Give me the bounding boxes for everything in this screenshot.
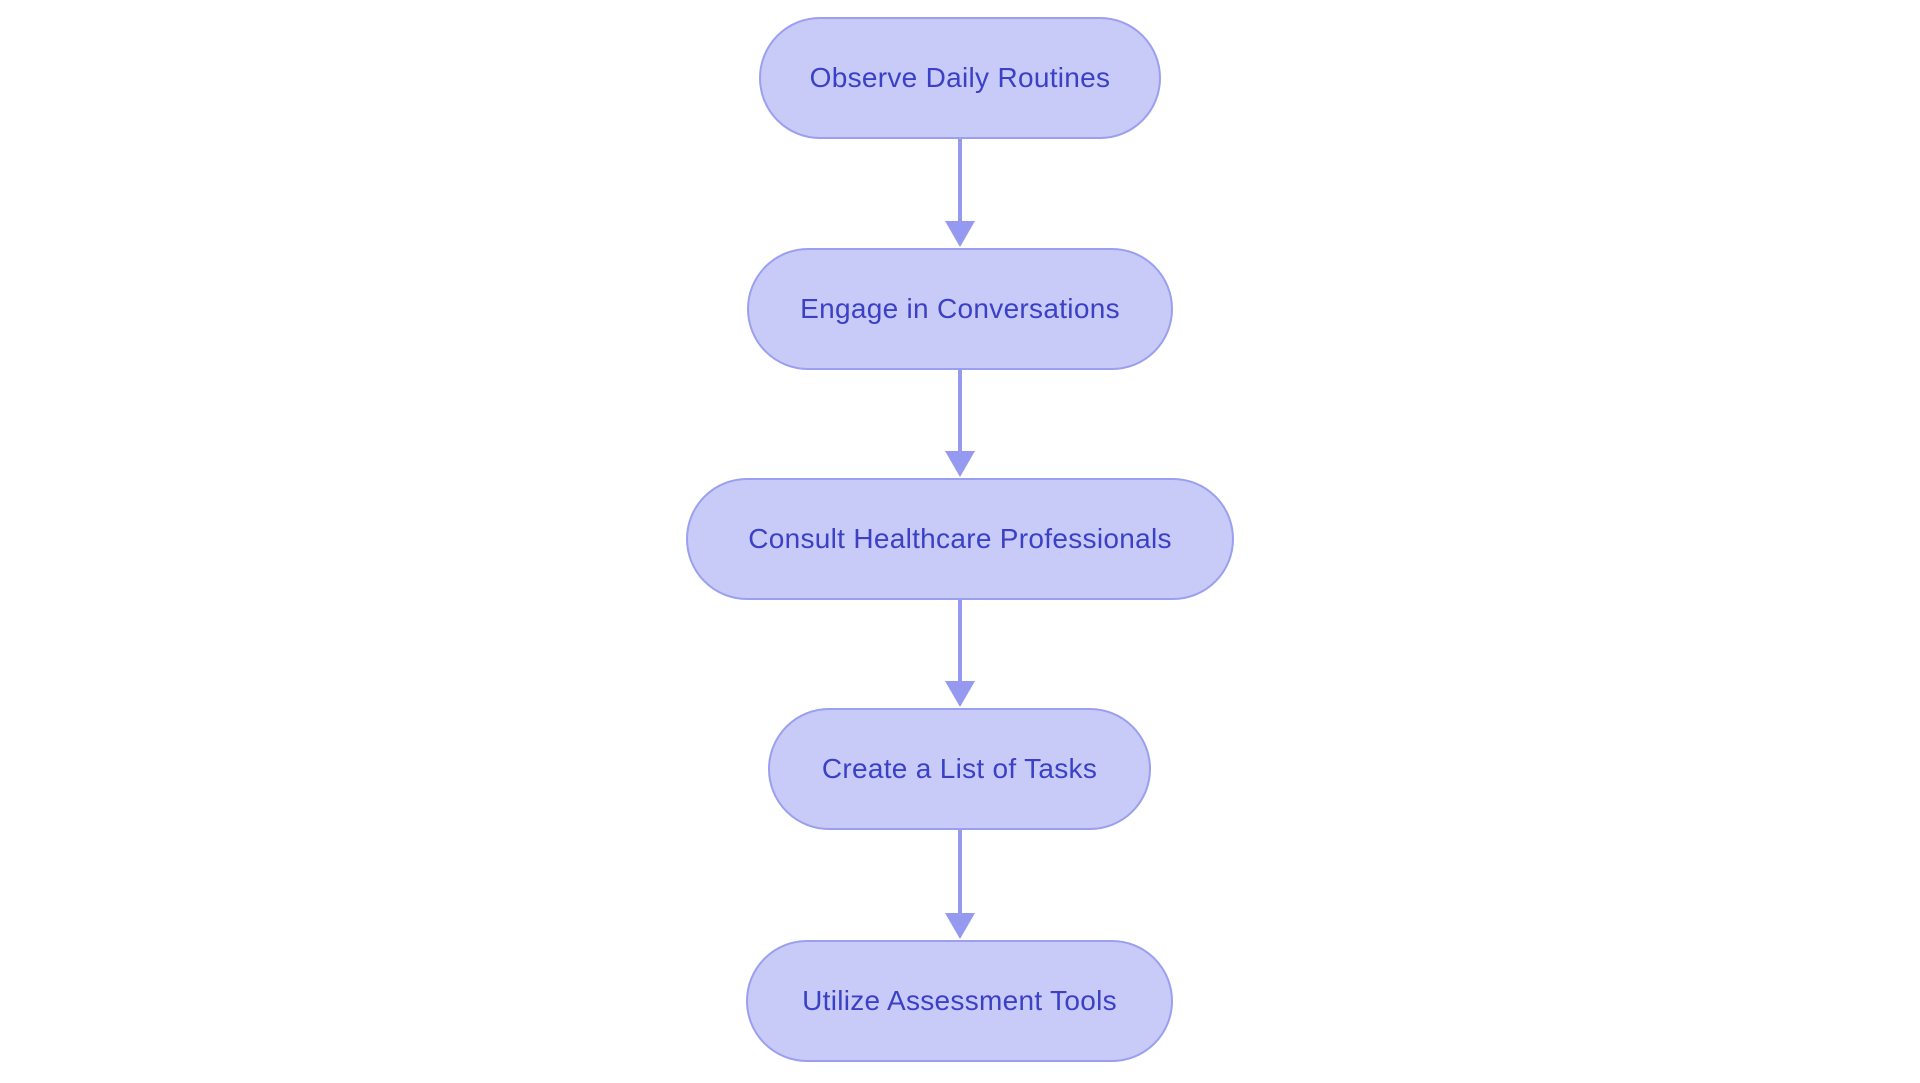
- arrow-shaft: [958, 830, 962, 913]
- arrow-head-down-icon: [945, 681, 975, 707]
- flow-node-label: Engage in Conversations: [800, 293, 1120, 324]
- flow-arrow-1: [945, 139, 975, 247]
- arrow-head-down-icon: [945, 451, 975, 477]
- flow-node-label: Create a List of Tasks: [821, 753, 1098, 784]
- flow-node-utilize-assessment-tools: Utilize Assessment Tools: [746, 940, 1173, 1062]
- flow-node-consult-healthcare-professionals: Consult Healthcare Professionals: [686, 478, 1234, 600]
- flow-node-label: Utilize Assessment Tools: [802, 985, 1117, 1016]
- flow-node-create-a-list-of-tasks: Create a List of Tasks: [768, 708, 1151, 830]
- flow-arrow-2: [945, 370, 975, 477]
- arrow-shaft: [958, 600, 962, 681]
- flow-node-label: Observe Daily Routines: [809, 62, 1111, 93]
- flow-node-label: Consult Healthcare Professionals: [748, 523, 1172, 554]
- arrow-head-down-icon: [945, 221, 975, 247]
- flow-arrow-3: [945, 600, 975, 707]
- flow-arrow-4: [945, 830, 975, 939]
- arrow-head-down-icon: [945, 913, 975, 939]
- arrow-shaft: [958, 139, 962, 221]
- flow-node-observe-daily-routines: Observe Daily Routines: [759, 17, 1161, 139]
- arrow-shaft: [958, 370, 962, 451]
- flow-node-engage-in-conversations: Engage in Conversations: [747, 248, 1173, 370]
